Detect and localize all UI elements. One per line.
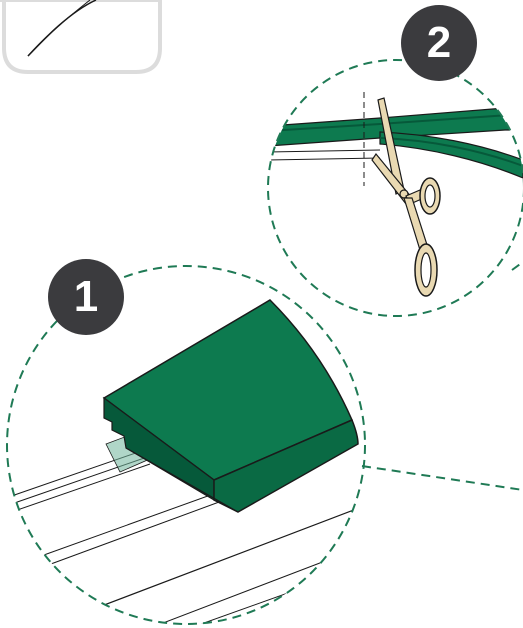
step-1-badge: 1 bbox=[48, 259, 124, 335]
detail-circle-cutting bbox=[268, 60, 523, 316]
step-2-number: 2 bbox=[427, 21, 451, 65]
connector-line-2 bbox=[512, 262, 523, 270]
connector-line-1 bbox=[362, 466, 523, 490]
inset-panel-top-left bbox=[0, 0, 160, 72]
step-2-badge: 2 bbox=[401, 5, 477, 81]
step-1-number: 1 bbox=[74, 275, 98, 319]
